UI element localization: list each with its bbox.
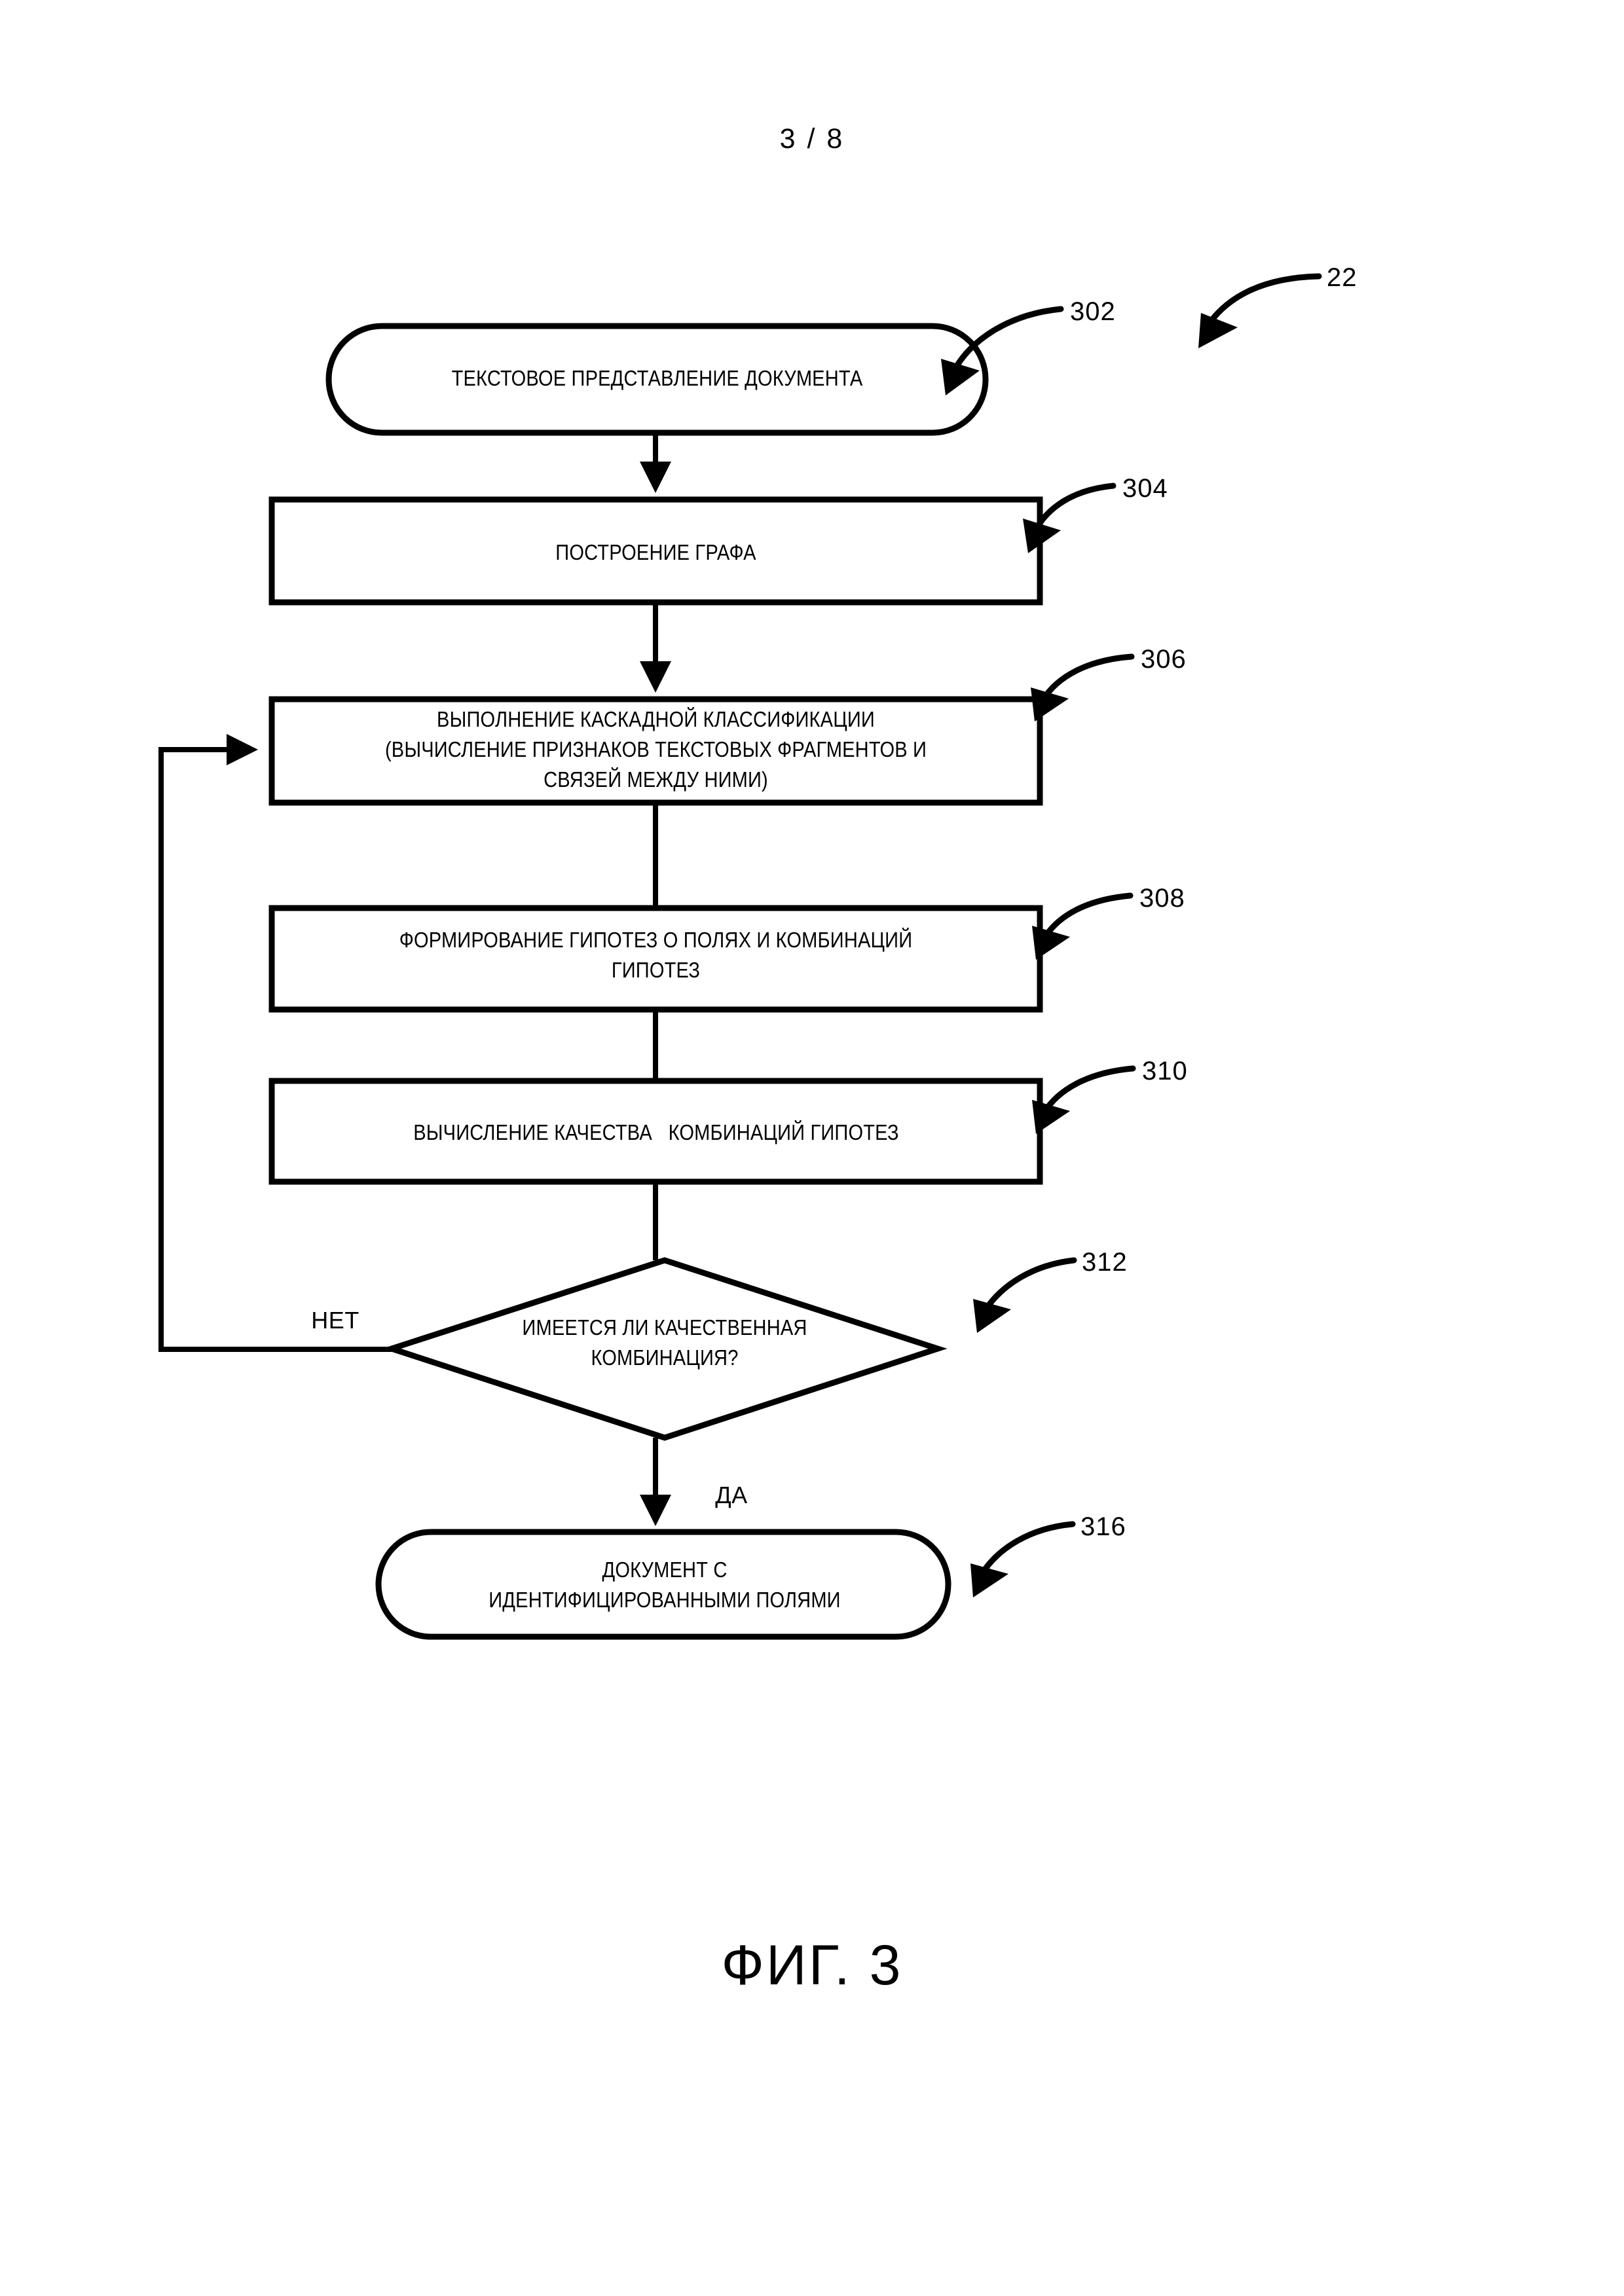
node-304-label: ПОСТРОЕНИЕ ГРАФА bbox=[555, 540, 756, 564]
node-306-label-line3: СВЯЗЕЙ МЕЖДУ НИМИ) bbox=[544, 767, 768, 792]
node-316-label-line1: ДОКУМЕНТ С bbox=[602, 1558, 728, 1582]
node-312-label-line2: КОМБИНАЦИЯ? bbox=[591, 1345, 739, 1370]
page-number: 3 / 8 bbox=[779, 123, 845, 155]
leader-316 bbox=[978, 1521, 1076, 1578]
node-316-shape bbox=[375, 1529, 951, 1640]
leader-304-arrowhead bbox=[1023, 519, 1061, 553]
ref-number-316: 316 bbox=[1080, 1512, 1126, 1541]
node-312-shape bbox=[382, 1257, 948, 1441]
node-304-shape bbox=[268, 496, 1043, 606]
node-306-label-line2: (ВЫЧИСЛЕНИЕ ПРИЗНАКОВ ТЕКСТОВЫХ ФРАГМЕНТ… bbox=[384, 737, 927, 761]
ref-number-306: 306 bbox=[1141, 645, 1187, 674]
leader-306-arrowhead bbox=[1031, 687, 1069, 721]
node-302-label: ТЕКСТОВОЕ ПРЕДСТАВЛЕНИЕ ДОКУМЕНТА bbox=[451, 366, 863, 390]
ref-number-304: 304 bbox=[1122, 474, 1168, 503]
leader-22 bbox=[1207, 273, 1322, 325]
leader-22-arrowhead bbox=[1198, 313, 1238, 348]
leader-312 bbox=[982, 1257, 1077, 1314]
leader-308 bbox=[1041, 892, 1134, 942]
leader-306 bbox=[1039, 653, 1135, 704]
connector-312-306-no-loop bbox=[158, 734, 392, 1352]
leader-308-arrowhead bbox=[1032, 926, 1070, 960]
ref-number-22: 22 bbox=[1327, 263, 1357, 292]
leader-316-arrowhead bbox=[970, 1563, 1008, 1597]
ref-number-310: 310 bbox=[1142, 1057, 1188, 1085]
ref-number-312: 312 bbox=[1082, 1248, 1128, 1277]
node-306-label-line1: ВЫПОЛНЕНИЕ КАСКАДНОЙ КЛАССИФИКАЦИИ bbox=[437, 707, 875, 731]
ref-number-302: 302 bbox=[1070, 297, 1116, 326]
leader-304 bbox=[1031, 483, 1116, 535]
ref-number-308: 308 bbox=[1139, 884, 1185, 913]
branch-label-no: НЕТ bbox=[311, 1307, 360, 1334]
leader-310 bbox=[1041, 1065, 1136, 1116]
node-308-shape bbox=[268, 905, 1043, 1013]
node-310-shape bbox=[268, 1078, 1043, 1185]
leader-312-arrowhead bbox=[973, 1299, 1011, 1333]
leader-302-arrowhead bbox=[941, 359, 980, 395]
node-306-shape bbox=[268, 696, 1043, 806]
node-308-label-line1: ФОРМИРОВАНИЕ ГИПОТЕЗ О ПОЛЯХ И КОМБИНАЦИ… bbox=[399, 928, 913, 952]
node-316-label-line2: ИДЕНТИФИЦИРОВАННЫМИ ПОЛЯМИ bbox=[489, 1588, 841, 1612]
branch-label-yes: ДА bbox=[715, 1482, 748, 1508]
leader-302 bbox=[950, 306, 1064, 376]
node-312-label-line1: ИМЕЕТСЯ ЛИ КАЧЕСТВЕННАЯ bbox=[522, 1315, 807, 1339]
node-310-label: ВЫЧИСЛЕНИЕ КАЧЕСТВА КОМБИНАЦИЙ ГИПОТЕЗ bbox=[413, 1120, 899, 1144]
leader-310-arrowhead bbox=[1032, 1100, 1070, 1134]
node-308-label-line2: ГИПОТЕЗ bbox=[611, 958, 701, 982]
figure-caption: ФИГ. 3 bbox=[721, 1934, 903, 1997]
